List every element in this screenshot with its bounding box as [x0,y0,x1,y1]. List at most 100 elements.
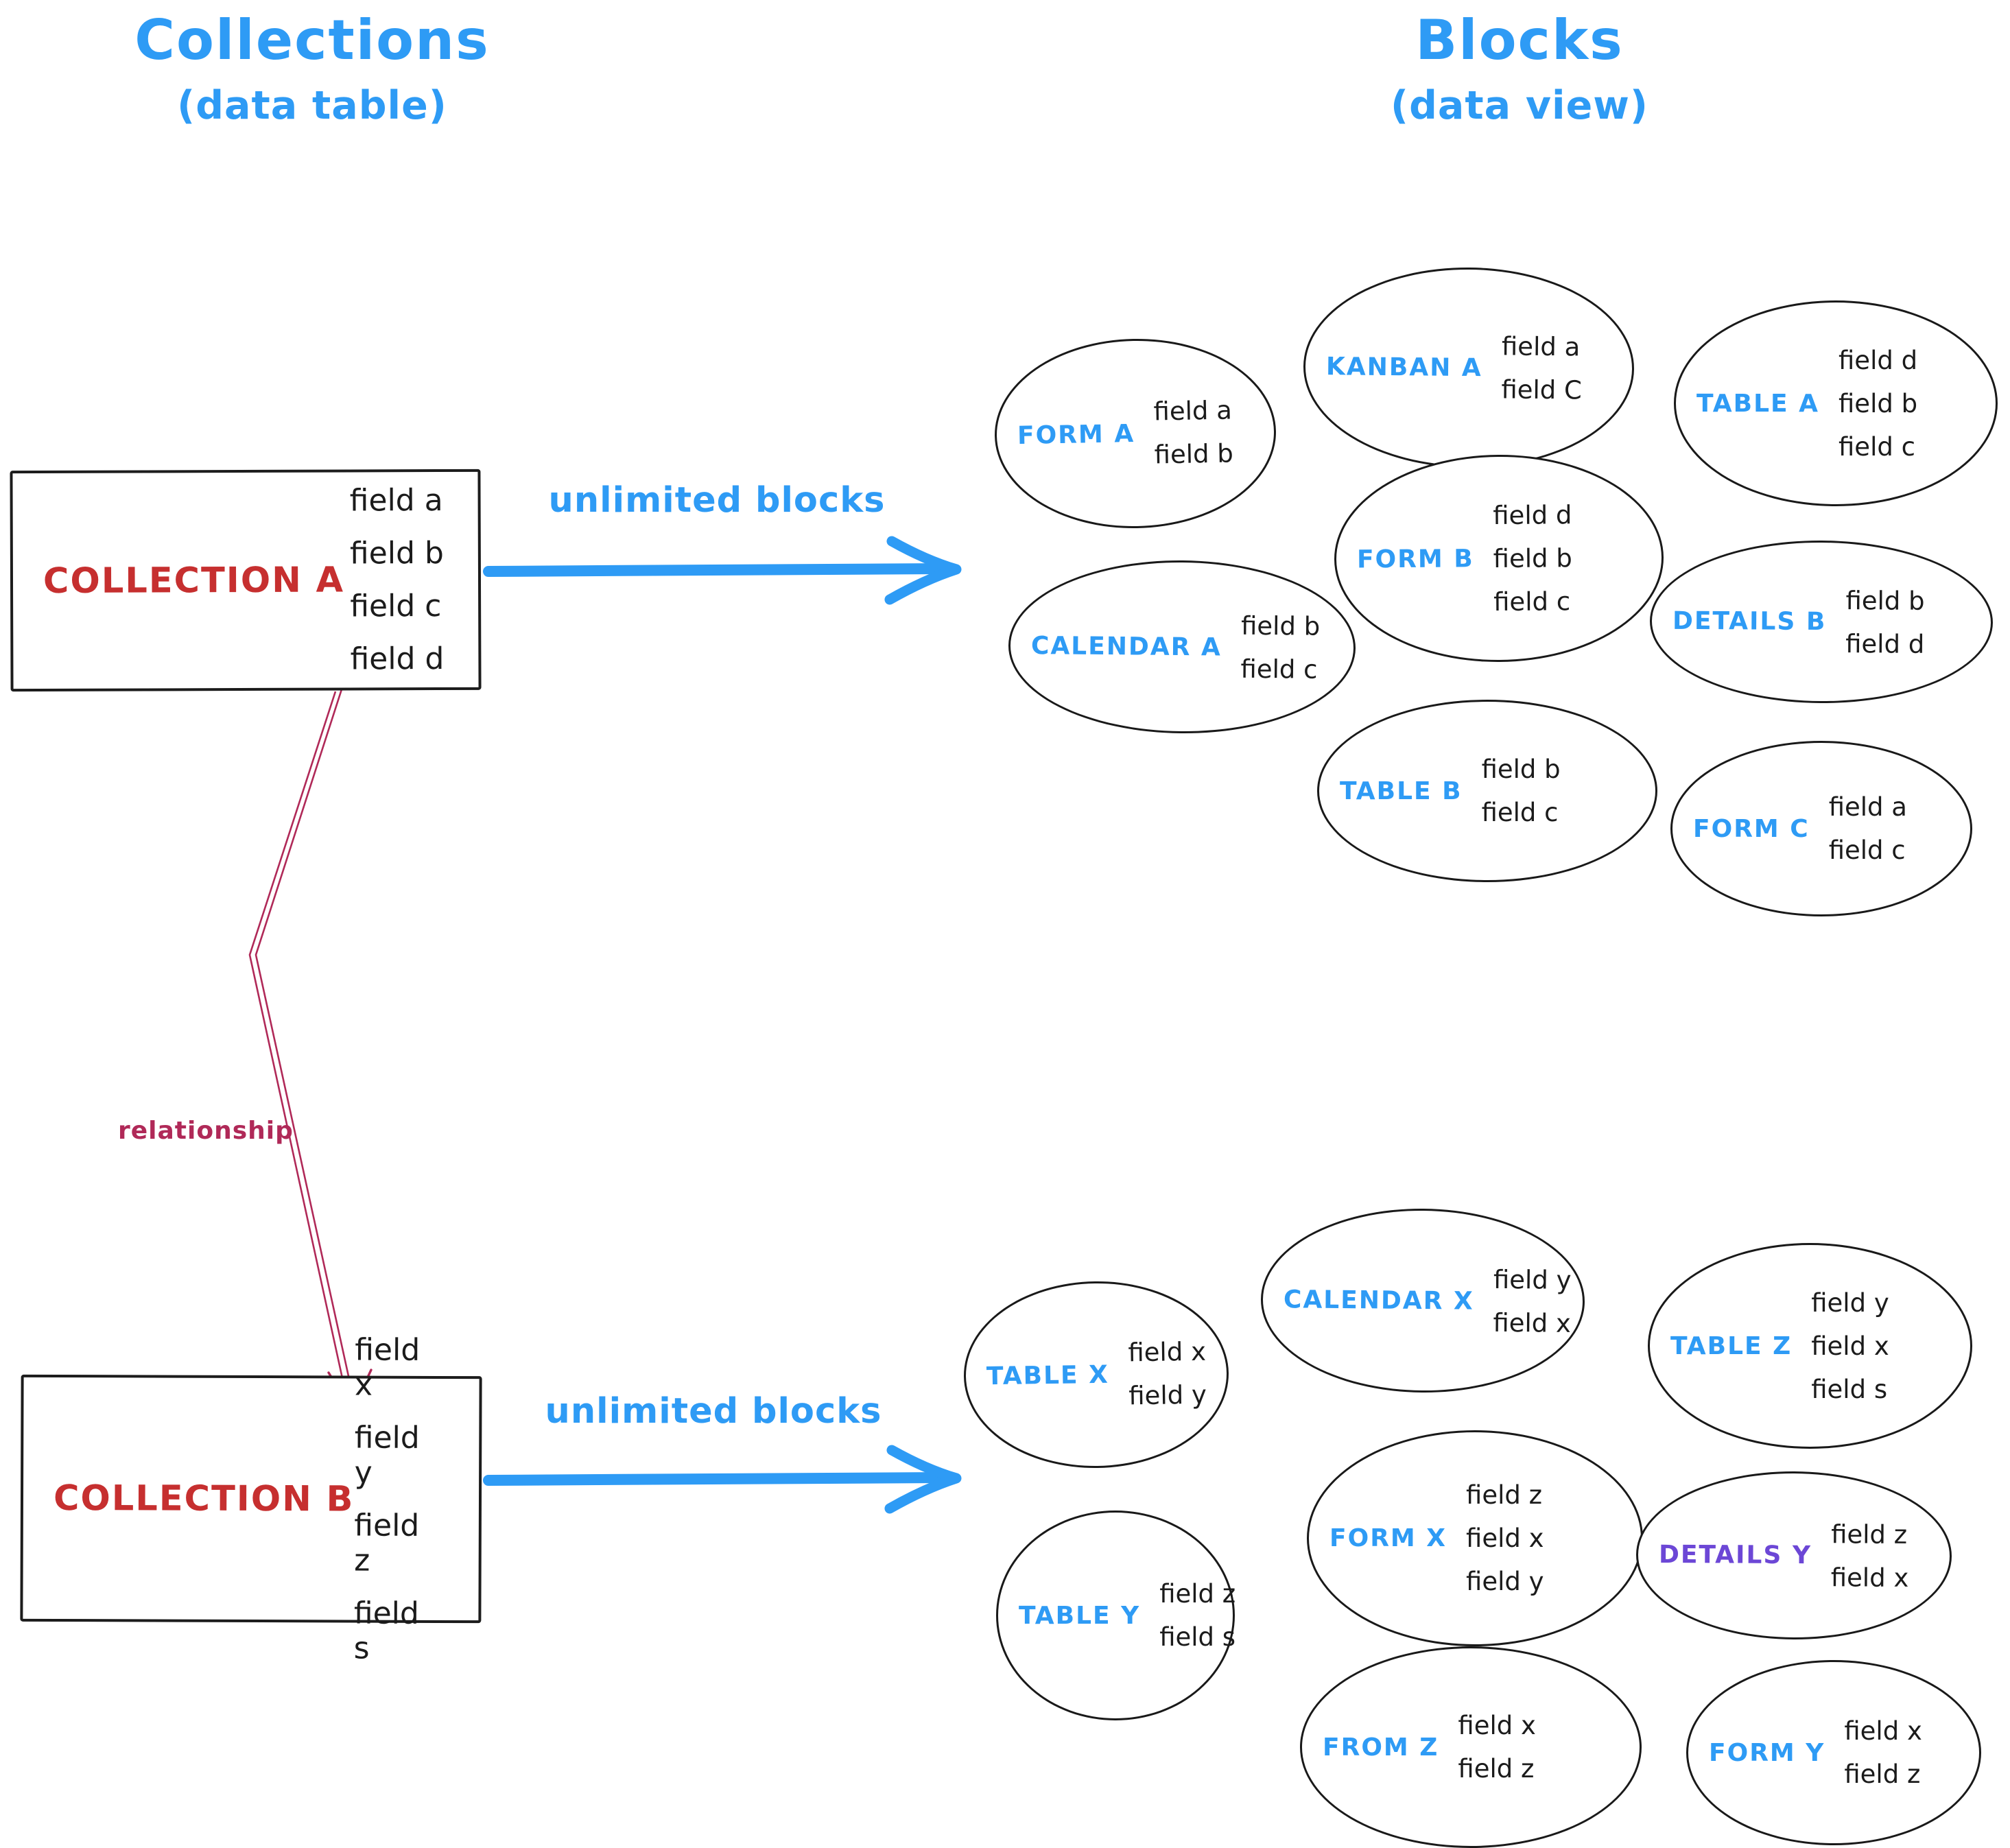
collection-b-field: field z [354,1508,420,1578]
block-form-y-field: field x [1844,1716,1922,1746]
block-table-x-label: TABLE X [986,1360,1110,1390]
block-from-z-field: field x [1458,1711,1536,1740]
unlimited-blocks-label-b: unlimited blocks [545,1391,882,1432]
block-form-x-field: field z [1466,1480,1543,1510]
block-table-a-field: field b [1838,388,1918,418]
block-form-b-field: field d [1493,499,1572,530]
block-table-z-label: TABLE Z [1670,1331,1793,1360]
block-form-x-field: field x [1466,1524,1544,1553]
block-kanban-a: KANBAN A field a field C [1302,265,1635,470]
block-form-y-field: field z [1844,1760,1921,1789]
block-calendar-a-field: field c [1240,654,1318,685]
collections-title: Collections [134,8,490,72]
collection-a-field: field a [349,482,443,519]
block-table-y-field: field z [1159,1579,1236,1609]
block-details-b-fields: field b field d [1845,586,1925,659]
block-table-b-field: field b [1481,755,1561,784]
block-calendar-x-field: field x [1493,1307,1572,1338]
block-form-a-field: field a [1153,395,1233,427]
block-form-c-label: FORM C [1693,814,1810,843]
block-table-y-field: field s [1159,1622,1236,1652]
block-table-x: TABLE X field x field y [962,1279,1230,1470]
block-table-x-field: field x [1128,1336,1207,1368]
block-form-c-fields: field a field c [1829,792,1907,865]
blocks-header: Blocks (data view) [1245,8,1794,128]
collection-a-field: field d [350,641,445,677]
block-kanban-a-field: field C [1501,375,1583,405]
block-calendar-a-label: CALENDAR A [1030,631,1222,662]
block-table-b-field: field c [1481,798,1559,827]
block-table-z-field: field s [1811,1374,1888,1404]
block-kanban-a-fields: field a field C [1501,331,1582,405]
block-table-a-field: field d [1838,345,1918,375]
block-details-b-field: field b [1845,585,1925,616]
block-from-z-field: field z [1458,1754,1535,1784]
collection-b-field: field x [354,1332,421,1403]
blocks-title: Blocks [1415,8,1624,72]
collection-a-name: COLLECTION A [43,559,345,602]
relationship-arrow [248,689,373,1411]
block-table-b-fields: field b field c [1482,755,1561,827]
block-table-a-label: TABLE A [1696,389,1819,418]
relationship-label: relationship [118,1117,294,1145]
block-form-b: FORM B field d field b field c [1333,453,1665,663]
block-calendar-a: CALENDAR A field b field c [1007,558,1357,735]
block-form-c: FORM C field a field c [1670,741,1972,916]
block-details-y-field: field x [1830,1562,1909,1593]
collection-a-fields: field a field b field c field d [350,483,445,676]
collection-a-field: field c [350,589,442,624]
block-calendar-x-label: CALENDAR X [1283,1285,1474,1316]
block-details-b: DETAILS B field b field d [1649,539,1994,704]
block-form-b-fields: field d field b field c [1493,500,1572,617]
block-table-z: TABLE Z field y field x field s [1648,1243,1972,1449]
block-calendar-x: CALENDAR X field y field x [1260,1207,1586,1395]
block-form-b-field: field c [1493,586,1571,617]
block-from-z: FROM Z field x field z [1300,1646,1642,1848]
unlimited-blocks-arrow-a [483,536,962,605]
block-table-a-fields: field d field b field c [1838,346,1917,462]
block-form-x-label: FORM X [1329,1524,1447,1552]
block-table-z-field: field x [1811,1331,1889,1361]
block-details-b-label: DETAILS B [1672,606,1827,637]
block-kanban-a-label: KANBAN A [1325,352,1482,382]
collections-subtitle: (data table) [177,83,447,128]
block-form-x-fields: field z field x field y [1466,1480,1544,1596]
block-table-y-label: TABLE Y [1019,1601,1141,1630]
block-form-a-label: FORM A [1017,419,1135,450]
block-from-z-fields: field x field z [1458,1711,1536,1784]
block-form-b-label: FORM B [1356,544,1474,573]
block-kanban-a-field: field a [1501,331,1581,362]
block-table-x-fields: field x field y [1128,1337,1207,1411]
block-details-y-fields: field z field x [1831,1519,1909,1593]
block-from-z-label: FROM Z [1323,1733,1439,1762]
blocks-subtitle: (data view) [1391,83,1648,128]
block-form-b-field: field b [1493,543,1572,573]
block-table-z-field: field y [1811,1288,1889,1318]
block-calendar-a-field: field b [1240,611,1321,641]
block-form-x: FORM X field z field x field y [1307,1430,1643,1646]
collection-a-field: field b [349,535,444,571]
block-table-x-field: field y [1128,1379,1207,1411]
block-calendar-x-field: field y [1493,1264,1572,1295]
unlimited-blocks-arrow-b [483,1445,962,1514]
block-form-c-field: field a [1828,792,1907,822]
collections-header: Collections (data table) [41,8,583,128]
collection-b-name: COLLECTION B [53,1478,355,1520]
block-details-b-field: field d [1845,628,1925,659]
block-table-y-fields: field z field s [1159,1579,1235,1652]
block-form-c-field: field c [1828,836,1906,865]
block-table-a-field: field c [1838,431,1915,462]
block-form-y-fields: field x field z [1844,1716,1922,1789]
collection-b-field: field s [353,1596,419,1666]
block-details-y-field: field z [1831,1519,1908,1550]
block-form-x-field: field y [1466,1567,1544,1596]
